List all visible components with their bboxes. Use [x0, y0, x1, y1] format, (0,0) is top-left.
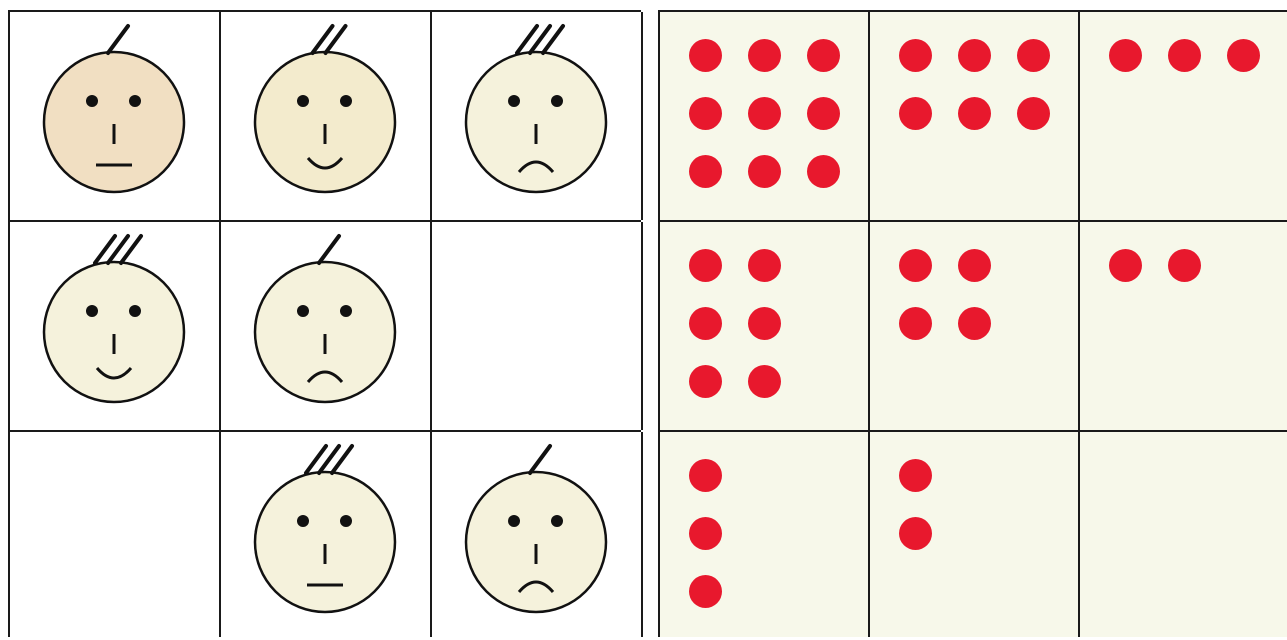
red-dot [689, 97, 722, 130]
dots-row [660, 12, 1287, 222]
empty-cell [1080, 432, 1287, 637]
red-dot [748, 249, 781, 282]
red-dot [807, 155, 840, 188]
red-dot [748, 39, 781, 72]
red-dot [1227, 39, 1260, 72]
face-head [466, 472, 606, 612]
face-head [466, 52, 606, 192]
eye [551, 95, 563, 107]
red-dot [689, 155, 722, 188]
faces-row [10, 12, 641, 222]
dot-cell [660, 12, 870, 220]
dot-cell [870, 12, 1080, 220]
eye [129, 95, 141, 107]
eye [129, 305, 141, 317]
hair-strand [108, 26, 128, 53]
faces-row [10, 222, 641, 432]
red-dot [1168, 249, 1201, 282]
dots-grid [658, 10, 1287, 637]
face-icon [221, 432, 430, 640]
red-dot [689, 249, 722, 282]
dot-cell [1080, 222, 1287, 430]
face-icon [221, 12, 430, 220]
hair-strand [319, 236, 339, 263]
eye [86, 305, 98, 317]
face-icon [10, 222, 219, 430]
dot-cell [870, 222, 1080, 430]
red-dot [748, 97, 781, 130]
hair-strand [530, 446, 550, 473]
red-dot [689, 517, 722, 550]
red-dot [899, 249, 932, 282]
red-dot [899, 517, 932, 550]
face-cell [221, 12, 432, 220]
red-dot [689, 459, 722, 492]
eye [340, 305, 352, 317]
red-dot [689, 307, 722, 340]
eye [340, 515, 352, 527]
red-dot [1017, 97, 1050, 130]
face-head [255, 472, 395, 612]
red-dot [1109, 249, 1142, 282]
eye [297, 95, 309, 107]
face-cell [221, 432, 432, 637]
red-dot [748, 155, 781, 188]
red-dot [748, 307, 781, 340]
red-dot [899, 307, 932, 340]
face-cell [432, 432, 643, 637]
dots-row [660, 432, 1287, 637]
red-dot [748, 365, 781, 398]
red-dot [958, 39, 991, 72]
eye [340, 95, 352, 107]
face-icon [432, 12, 641, 220]
dot-cell [660, 222, 870, 430]
red-dot [1109, 39, 1142, 72]
eye [86, 95, 98, 107]
red-dot [807, 39, 840, 72]
red-dot [689, 575, 722, 608]
dot-cell [660, 432, 870, 637]
dot-cell [1080, 12, 1287, 220]
face-cell [432, 12, 643, 220]
red-dot [899, 97, 932, 130]
red-dot [958, 307, 991, 340]
face-cell [221, 222, 432, 430]
red-dot [958, 97, 991, 130]
face-head [44, 262, 184, 402]
face-icon [432, 432, 641, 640]
faces-row [10, 432, 641, 637]
empty-cell [432, 222, 643, 430]
face-head [255, 262, 395, 402]
eye [508, 95, 520, 107]
red-dot [899, 39, 932, 72]
dots-row [660, 222, 1287, 432]
red-dot [958, 249, 991, 282]
face-cell [10, 12, 221, 220]
red-dot [807, 97, 840, 130]
eye [297, 515, 309, 527]
red-dot [899, 459, 932, 492]
dot-cell [870, 432, 1080, 637]
eye [297, 305, 309, 317]
eye [551, 515, 563, 527]
red-dot [689, 365, 722, 398]
red-dot [1168, 39, 1201, 72]
empty-cell [10, 432, 221, 637]
face-icon [221, 222, 430, 430]
face-head [44, 52, 184, 192]
face-cell [10, 222, 221, 430]
red-dot [689, 39, 722, 72]
face-icon [10, 12, 219, 220]
eye [508, 515, 520, 527]
faces-grid [8, 10, 641, 637]
face-head [255, 52, 395, 192]
red-dot [1017, 39, 1050, 72]
